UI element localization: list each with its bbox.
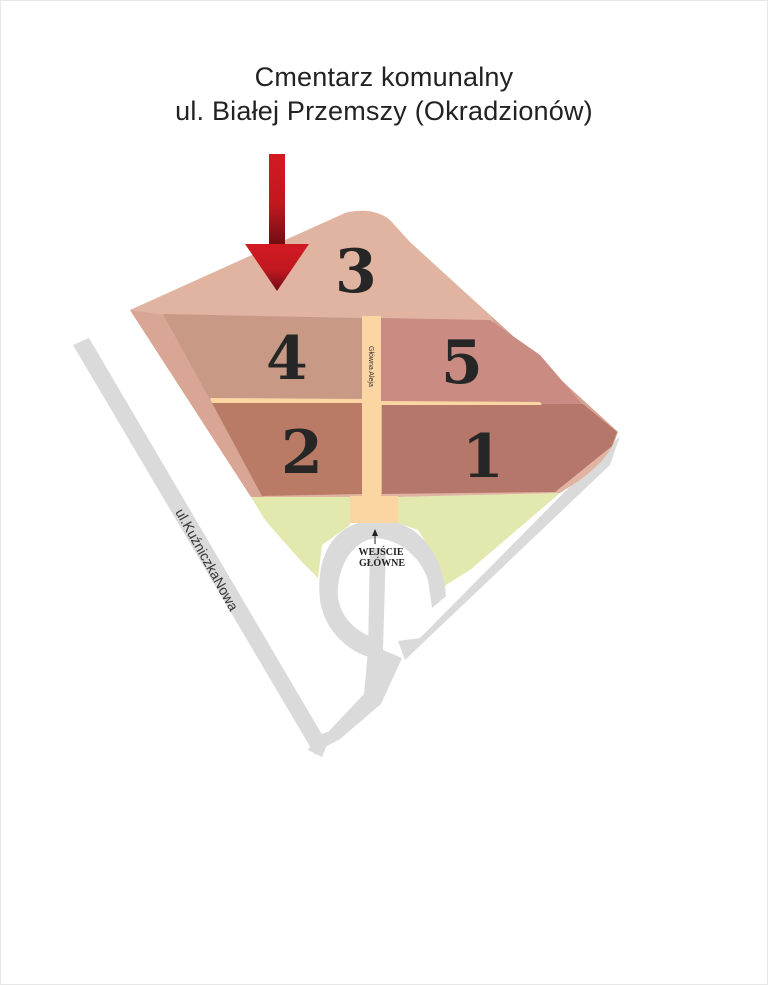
section-2	[211, 401, 362, 496]
entrance-label-line-2: GŁÓWNE	[359, 557, 405, 569]
main-entrance: WEJŚCIE GŁÓWNE	[358, 529, 405, 569]
cross-alley	[210, 398, 362, 403]
street-road	[73, 338, 324, 755]
entrance-label-line-1: WEJŚCIE	[358, 546, 403, 558]
main-alley-path	[362, 316, 381, 498]
section-number-1: 1	[462, 422, 504, 492]
entrance-loop-road	[319, 523, 446, 658]
map-title-line-1: Cmentarz komunalny	[254, 62, 514, 92]
section-5	[380, 318, 582, 404]
main-alley-label: Główna Aleja	[367, 346, 374, 387]
arrow-up-icon	[372, 529, 378, 544]
section-number-4: 4	[266, 324, 308, 394]
street-label: ul.KuźniczkaNowa	[172, 506, 242, 614]
access-road	[318, 436, 620, 751]
red-down-arrow-icon	[245, 154, 309, 291]
access-road-stem	[318, 548, 402, 751]
main-alley	[350, 316, 398, 523]
cross-alley-east	[380, 401, 542, 405]
entrance-plaza	[350, 496, 398, 523]
section-number-3: 3	[335, 237, 377, 307]
map-title-line-2: ul. Białej Przemszy (Okradzionów)	[175, 96, 593, 126]
green-area-west	[251, 497, 350, 578]
section-number-2: 2	[281, 418, 323, 488]
section-1	[382, 404, 617, 494]
section-4	[163, 314, 362, 400]
section-number-5: 5	[441, 328, 483, 398]
outer-rim	[130, 310, 264, 497]
